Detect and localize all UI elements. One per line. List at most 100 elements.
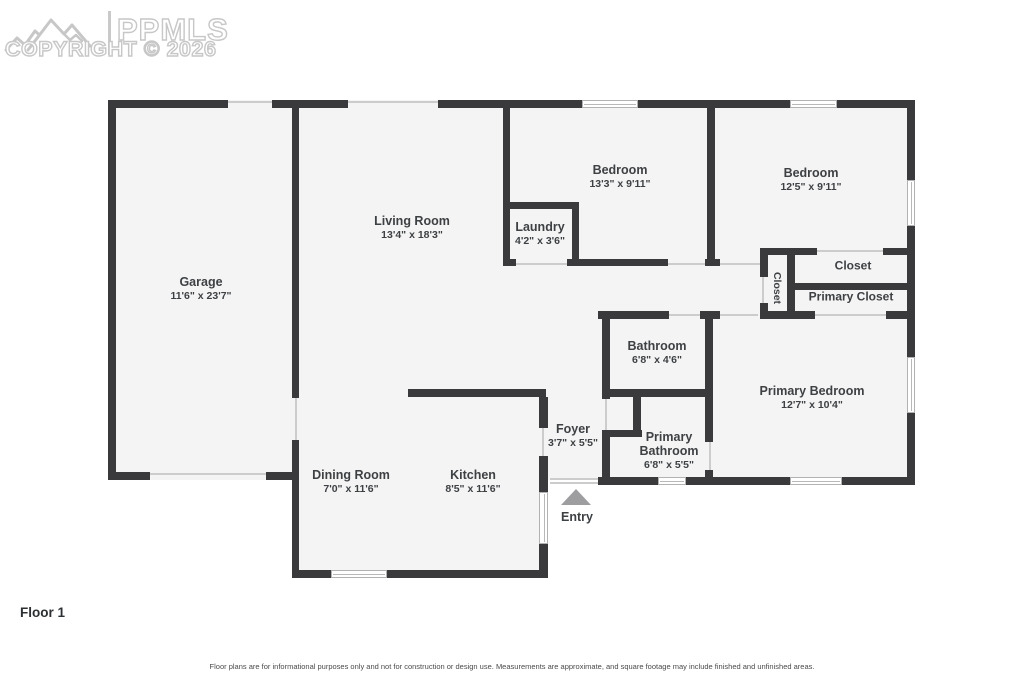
window <box>582 100 638 108</box>
room-dims: 13'4" x 18'3" <box>381 229 443 242</box>
wall <box>883 248 915 255</box>
room-name: Closet <box>770 271 783 305</box>
wall <box>567 259 668 266</box>
room-label-laundry: Laundry 4'2" x 3'6" <box>515 220 565 248</box>
floor-fill <box>108 100 915 480</box>
wall <box>602 311 610 399</box>
wall <box>705 311 713 442</box>
wall <box>760 248 817 255</box>
wall <box>272 100 348 108</box>
room-dims: 4'2" x 3'6" <box>515 235 565 248</box>
wall <box>108 472 150 480</box>
room-name: Bedroom <box>592 163 648 178</box>
door-opening <box>668 263 705 265</box>
wall <box>787 283 915 290</box>
room-name: Kitchen <box>450 468 496 483</box>
door-opening <box>669 314 705 316</box>
window <box>790 477 842 485</box>
wall <box>539 543 548 578</box>
room-dims: 11'6" x 23'7" <box>170 290 232 303</box>
entry-threshold-line <box>550 478 598 480</box>
room-label-closet: Closet <box>834 258 872 273</box>
room-name: Bedroom <box>783 166 839 181</box>
wall <box>637 100 792 108</box>
door-opening <box>709 441 711 470</box>
floor-fill <box>293 460 547 578</box>
wall <box>907 226 915 357</box>
wall <box>292 440 299 578</box>
wall <box>707 108 715 266</box>
room-label-primary-bedroom: Primary Bedroom 12'7" x 10'4" <box>760 384 865 412</box>
entry-arrow-icon <box>561 489 591 505</box>
window <box>790 100 837 108</box>
wall <box>503 202 579 209</box>
room-name: Garage <box>179 275 223 290</box>
disclaimer-text: Floor plans are for informational purpos… <box>209 662 815 671</box>
wall <box>292 108 299 398</box>
room-name: Bathroom <box>627 339 687 354</box>
room-label-primary-closet: Primary Closet <box>808 289 894 304</box>
room-name: Primary Bedroom <box>759 384 865 399</box>
copyright-text: COPYRIGHT © 2026 <box>4 36 217 61</box>
room-name: Closet <box>834 258 872 273</box>
wall <box>841 477 915 485</box>
door-opening <box>605 399 607 430</box>
room-name: Laundry <box>515 220 565 235</box>
room-label-bedroom-2: Bedroom 12'5" x 9'11" <box>780 166 841 194</box>
room-label-foyer: Foyer 3'7" x 5'5" <box>548 422 598 450</box>
wall <box>685 477 791 485</box>
room-name: Primary Bathroom <box>639 430 699 459</box>
wall <box>633 389 641 437</box>
room-label-kitchen: Kitchen 8'5" x 11'6" <box>445 468 500 496</box>
wall <box>108 100 228 108</box>
window <box>907 357 915 413</box>
wall <box>907 100 915 180</box>
door-opening <box>516 263 567 265</box>
wall <box>760 248 768 277</box>
window <box>907 180 915 226</box>
room-name: Primary Closet <box>808 289 894 304</box>
room-name: Foyer <box>555 422 591 437</box>
garage-door-line <box>150 473 266 475</box>
opening-line <box>348 101 438 103</box>
room-label-hall-closet: Closet <box>770 271 783 305</box>
wall <box>760 311 815 319</box>
room-name: Living Room <box>374 214 450 229</box>
door-opening <box>542 428 544 456</box>
room-label-dining-room: Dining Room 7'0" x 11'6" <box>312 468 390 496</box>
room-label-bathroom: Bathroom 6'8" x 4'6" <box>627 339 686 367</box>
entry-label: Entry <box>561 510 593 524</box>
wall <box>408 389 546 397</box>
room-dims: 6'8" x 5'5" <box>644 459 694 472</box>
door-opening <box>814 314 886 316</box>
brand-text: PPMLS <box>116 11 229 47</box>
wall <box>907 411 915 485</box>
ppmls-watermark: PPMLS COPYRIGHT © 2026 <box>4 4 234 66</box>
entry-threshold-line <box>550 482 598 484</box>
room-label-bedroom-1: Bedroom 13'3" x 9'11" <box>589 163 650 191</box>
wall <box>503 108 510 266</box>
room-dims: 6'8" x 4'6" <box>632 354 682 367</box>
room-label-garage: Garage 11'6" x 23'7" <box>170 275 231 303</box>
wall <box>386 570 547 578</box>
wall <box>598 477 658 485</box>
wall <box>836 100 915 108</box>
room-dims: 13'3" x 9'11" <box>589 178 651 191</box>
room-dims: 8'5" x 11'6" <box>445 483 501 496</box>
wall <box>108 100 116 480</box>
wall <box>539 397 548 428</box>
wall <box>438 100 584 108</box>
wall <box>266 472 293 480</box>
room-dims: 7'0" x 11'6" <box>323 483 379 496</box>
window <box>658 477 686 485</box>
door-opening <box>762 277 764 303</box>
door-opening <box>720 263 760 265</box>
wall <box>602 389 713 397</box>
room-dims: 12'7" x 10'4" <box>781 399 843 412</box>
opening-line <box>228 101 272 103</box>
room-dims: 12'5" x 9'11" <box>780 181 842 194</box>
room-dims: 3'7" x 5'5" <box>548 437 598 450</box>
window <box>331 570 387 578</box>
wall <box>602 430 610 485</box>
